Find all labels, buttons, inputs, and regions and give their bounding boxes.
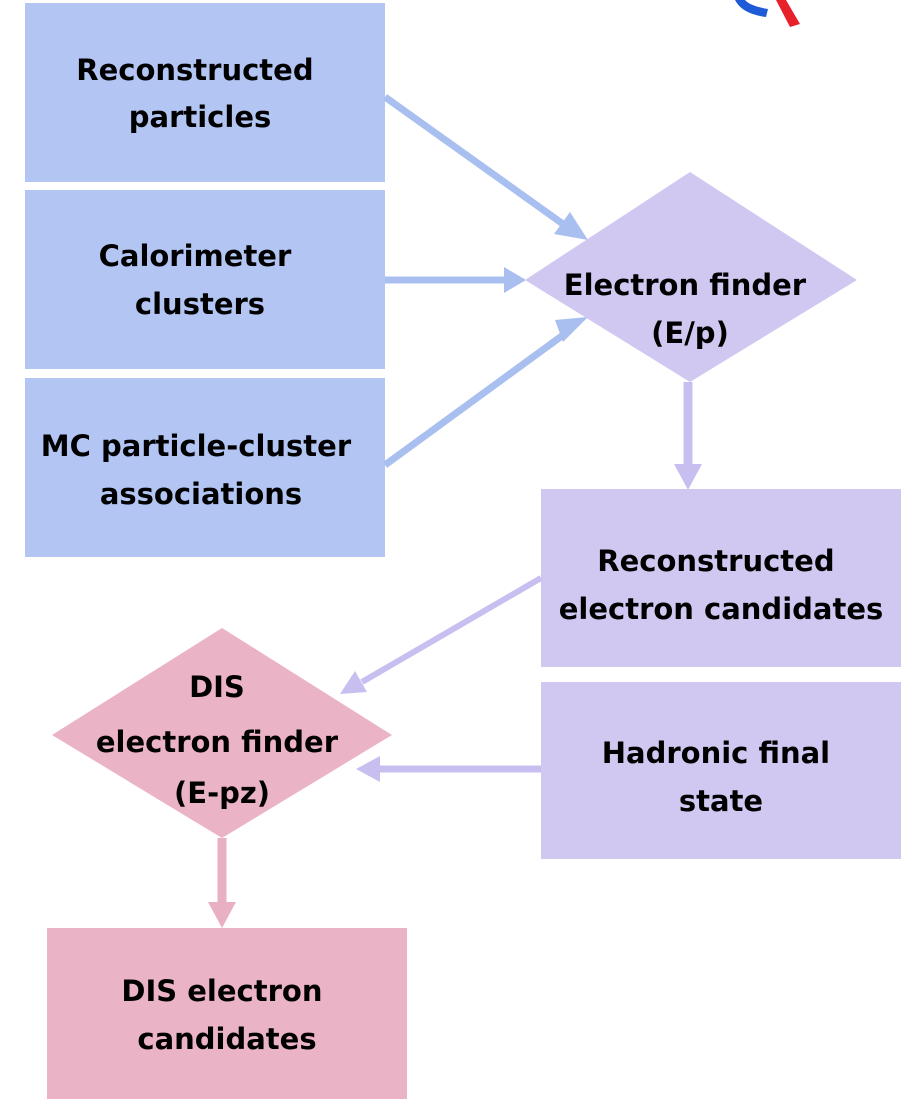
logo-icon (735, 0, 800, 27)
process-box (541, 682, 901, 859)
arrow-shaft (360, 575, 543, 685)
arrowhead (555, 317, 588, 342)
logo-red-stroke (776, 0, 800, 27)
svg-text:Reconstructed electron c: Reconstructed electron candidates (559, 544, 884, 626)
input-reco-particles: Reconstructed particles (25, 3, 385, 182)
arrow-mc-to-finder (382, 317, 588, 468)
label-line: Reconstructed (597, 544, 834, 578)
arrow-electrons-to-dis (340, 575, 543, 694)
arrowhead (356, 756, 380, 782)
label-line: MC particle-cluster (41, 429, 352, 463)
label-line: DIS (189, 670, 245, 704)
dis-electron-candidates: DIS electron candidates (47, 928, 407, 1099)
arrow-finder-to-electrons (674, 382, 702, 490)
label-line: Calorimeter (99, 239, 292, 273)
label-line: particles (129, 100, 272, 134)
label-line: Electron finder (564, 268, 807, 302)
label-line: (E/p) (651, 316, 729, 350)
reco-electron-candidates: Reconstructed electron candidates (541, 489, 901, 667)
svg-text:Hadronic final state: Hadronic final state (602, 736, 840, 818)
input-box (25, 378, 385, 557)
output-box (47, 928, 407, 1099)
logo-blue-arc (735, 0, 768, 17)
arrowhead (340, 671, 367, 694)
arrowhead (674, 464, 702, 490)
input-box (25, 190, 385, 369)
svg-text:Reconstructed particles: Reconstructed particles (76, 53, 323, 134)
diamond-shape (525, 172, 857, 382)
arrow-hfs-to-dis (356, 756, 541, 782)
arrow-shaft (382, 327, 573, 468)
process-box (541, 489, 901, 667)
diamond-shape (52, 628, 392, 838)
svg-text:Calorimeter clusters: Calorimeter clusters (99, 239, 302, 321)
arrow-reco-to-finder (382, 94, 588, 240)
electron-finder: Electron finder (E/p) (525, 172, 857, 382)
arrowhead (208, 902, 236, 928)
label-line: electron finder (96, 725, 339, 759)
input-calo-clusters: Calorimeter clusters (25, 190, 385, 369)
svg-text:MC particle-cluster asso: MC particle-cluster associations (41, 429, 362, 511)
label-line: electron candidates (559, 592, 884, 626)
input-box (25, 3, 385, 182)
label-line: candidates (137, 1022, 316, 1056)
arrow-shaft (382, 94, 566, 227)
label-line: Reconstructed (76, 53, 313, 87)
label-line: Hadronic final (602, 736, 830, 770)
dis-electron-finder: DIS electron finder (E-pz) (52, 628, 392, 838)
svg-text:DIS electron candidates: DIS electron candidates (121, 974, 332, 1056)
label-line: associations (100, 477, 302, 511)
svg-text:Electron finder (E/p): Electron finder (E/p) (564, 268, 816, 350)
input-mc-associations: MC particle-cluster associations (25, 378, 385, 557)
arrow-calo-to-finder (385, 267, 526, 293)
arrowhead (504, 267, 526, 293)
label-line: state (679, 784, 763, 818)
label-line: DIS electron (121, 974, 322, 1008)
label-line: (E-pz) (174, 776, 270, 810)
svg-text:DIS electron finder: DIS electron finder (E-pz) (96, 670, 348, 810)
arrow-dis-to-candidates (208, 838, 236, 928)
hadronic-final-state: Hadronic final state (541, 682, 901, 859)
label-line: clusters (135, 287, 265, 321)
arrowhead (554, 212, 588, 240)
